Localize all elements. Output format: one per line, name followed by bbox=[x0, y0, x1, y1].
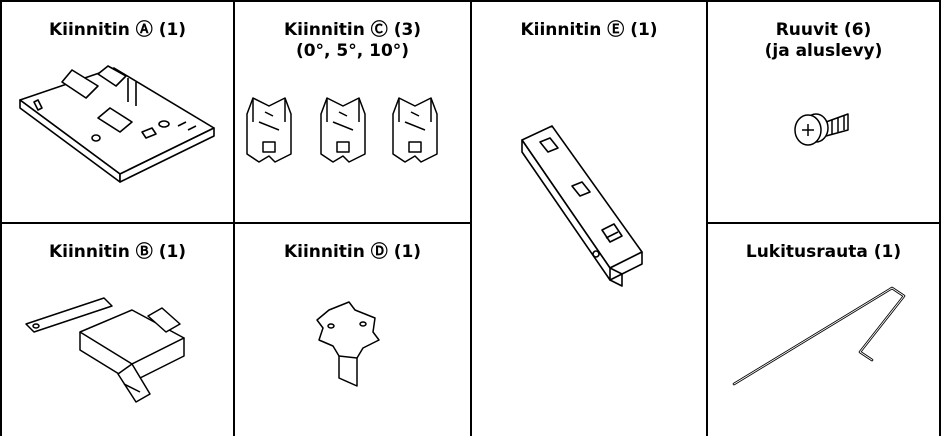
bracket-b-illustration bbox=[2, 224, 233, 436]
cell-screws: Ruuvit (6) (ja aluslevy) bbox=[708, 2, 939, 222]
bracket-c-illustration bbox=[235, 2, 470, 222]
bracket-a-illustration bbox=[2, 2, 233, 222]
grid-line-v3 bbox=[706, 0, 708, 436]
bracket-b-label: Kiinnitin Ⓑ (1) bbox=[48, 242, 187, 262]
bracket-e-illustration bbox=[472, 2, 706, 436]
cell-bracket-d: Kiinnitin Ⓓ (1) bbox=[235, 224, 470, 436]
cell-locking-rod: Lukitusrauta (1) bbox=[708, 224, 939, 436]
grid-line-h-right bbox=[706, 222, 941, 224]
cell-bracket-c: Kiinnitin Ⓒ (3) (0°, 5°, 10°) bbox=[235, 2, 470, 222]
cell-bracket-a: Kiinnitin Ⓐ (1) bbox=[2, 2, 233, 222]
bracket-d-label: Kiinnitin Ⓓ (1) bbox=[283, 242, 422, 262]
bracket-e-label: Kiinnitin Ⓔ (1) bbox=[520, 20, 658, 40]
grid-line-outer-left bbox=[0, 0, 2, 436]
screws-label: Ruuvit (6) (ja aluslevy) bbox=[764, 20, 883, 61]
grid-line-h-left bbox=[0, 222, 471, 224]
grid-line-v1 bbox=[233, 0, 235, 436]
bracket-d-illustration bbox=[235, 224, 470, 436]
cell-bracket-e: Kiinnitin Ⓔ (1) bbox=[472, 2, 706, 436]
locking-rod-illustration bbox=[708, 224, 939, 436]
grid-line-outer-right bbox=[939, 0, 941, 436]
bracket-c-label: Kiinnitin Ⓒ (3) (0°, 5°, 10°) bbox=[283, 20, 422, 61]
screw-illustration bbox=[708, 2, 939, 222]
locking-rod-label: Lukitusrauta (1) bbox=[745, 242, 902, 262]
bracket-a-label: Kiinnitin Ⓐ (1) bbox=[48, 20, 187, 40]
cell-bracket-b: Kiinnitin Ⓑ (1) bbox=[2, 224, 233, 436]
grid-line-v2 bbox=[470, 0, 472, 436]
